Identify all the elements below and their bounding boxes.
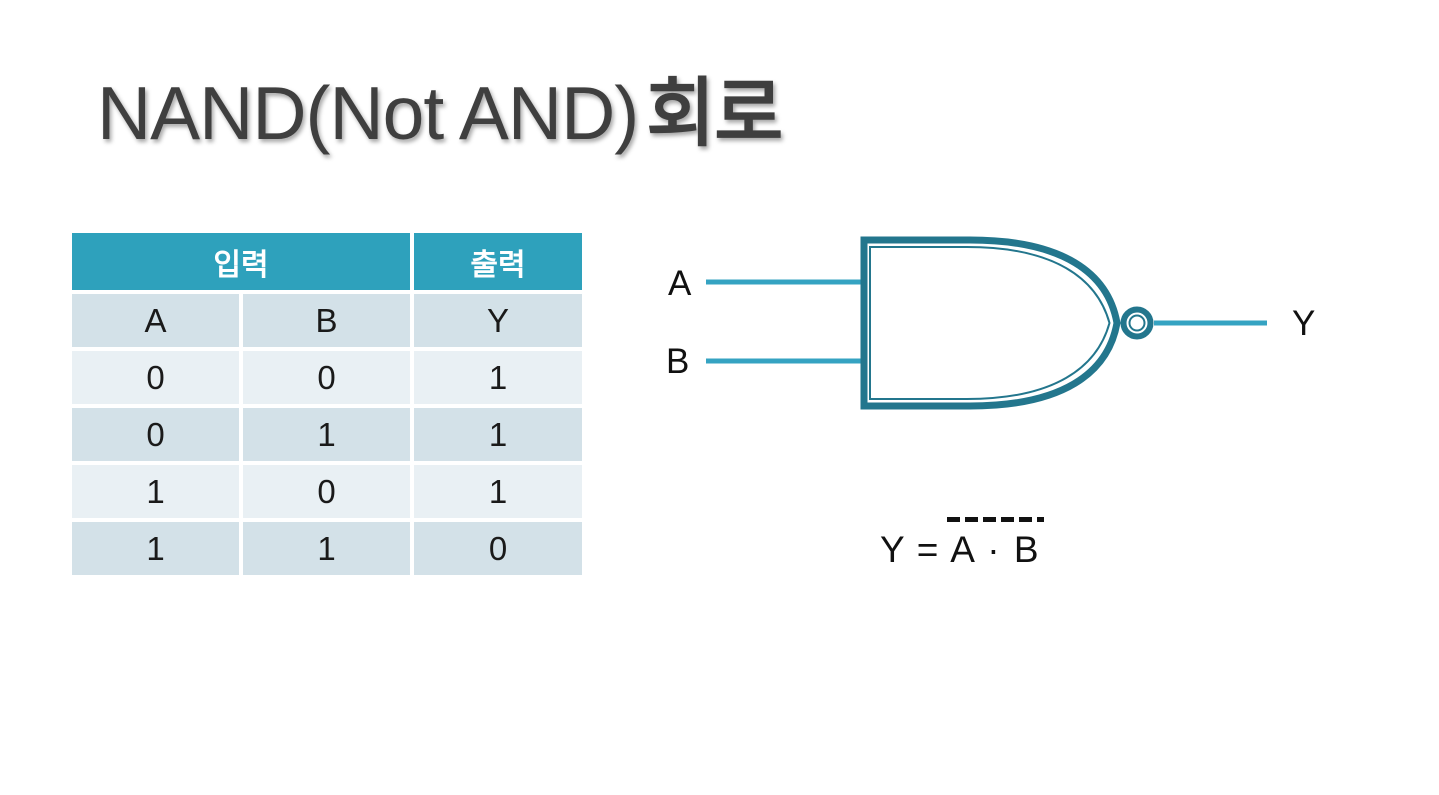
input-b-label: B — [666, 342, 689, 381]
table-header-row: 입력 출력 — [72, 233, 582, 290]
gate-body — [860, 236, 1121, 410]
table-cell: 0 — [243, 465, 410, 518]
table-cell: 1 — [243, 522, 410, 575]
gate-body-inner-line — [869, 246, 1111, 400]
table-column-label-row: A B Y — [72, 294, 582, 347]
table-cell: 0 — [72, 351, 239, 404]
table-cell: 1 — [72, 522, 239, 575]
formula-equals: = — [916, 529, 939, 570]
nand-gate-diagram: A B Y — [666, 236, 1315, 410]
table-cell: 1 — [243, 408, 410, 461]
column-label-b: B — [243, 294, 410, 347]
output-label: Y — [1292, 304, 1315, 343]
table-cell: 0 — [414, 522, 582, 575]
input-a-label: A — [668, 264, 692, 303]
table-header-input: 입력 — [72, 233, 410, 290]
table-row: 1 0 1 — [72, 465, 582, 518]
page-title: NAND(Not AND)회로 — [97, 68, 783, 158]
table-cell: 0 — [243, 351, 410, 404]
table-row: 0 1 1 — [72, 408, 582, 461]
table-row: 1 1 0 — [72, 522, 582, 575]
title-korean-text: 회로 — [646, 71, 783, 155]
nand-truth-table: 입력 출력 A B Y 0 0 1 0 1 1 1 0 1 — [68, 229, 586, 579]
table-cell: 1 — [414, 351, 582, 404]
formula-rhs: A · B — [950, 529, 1041, 570]
table-cell: 1 — [72, 465, 239, 518]
boolean-formula: Y = A · B — [880, 517, 1044, 571]
inversion-bubble-inner-line — [1128, 314, 1146, 332]
formula-rhs-group: A · B — [947, 517, 1044, 571]
table-cell: 1 — [414, 465, 582, 518]
not-overline — [947, 517, 1044, 522]
column-label-a: A — [72, 294, 239, 347]
table-header-output: 출력 — [414, 233, 582, 290]
title-latin-text: NAND(Not AND) — [97, 71, 639, 155]
table-row: 0 0 1 — [72, 351, 582, 404]
table-cell: 1 — [414, 408, 582, 461]
table-cell: 0 — [72, 408, 239, 461]
inversion-bubble — [1120, 306, 1154, 340]
column-label-y: Y — [414, 294, 582, 347]
formula-lhs: Y — [880, 529, 905, 570]
